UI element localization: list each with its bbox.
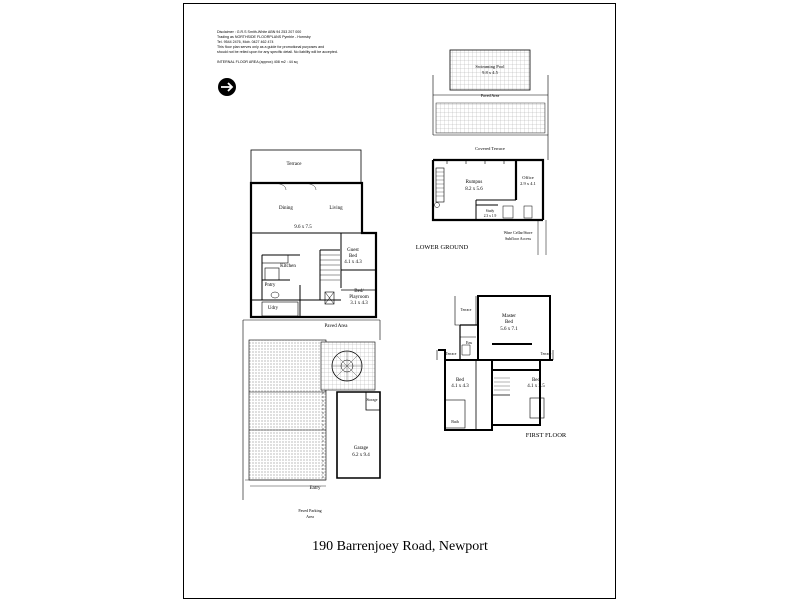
guest-dims-label: 4.1 x 4.3 bbox=[344, 260, 362, 265]
bed-playroom-label: Playroom bbox=[349, 295, 369, 300]
bed-playroom-dims-label: 3.1 x 4.3 bbox=[350, 301, 368, 306]
disclaimer-line: This floor plan serves only as a guide f… bbox=[217, 45, 325, 49]
guest-label: Guest bbox=[347, 248, 359, 253]
garden-area bbox=[242, 319, 381, 500]
property-address-title: 190 Barrenjoey Road, Newport bbox=[312, 539, 488, 554]
disclaimer-line: Disclaimer : G.R.S Smith-White ABN 94 25… bbox=[217, 30, 302, 34]
master-bed-label: Bed bbox=[505, 320, 514, 325]
rumpus-dims-label: 8.2 x 5.6 bbox=[465, 187, 483, 192]
garage-plan bbox=[245, 391, 381, 487]
master-dims-label: 5.6 x 7.1 bbox=[500, 327, 518, 332]
kitchen-label: Kitchen bbox=[280, 264, 296, 269]
pool-dims-label: 9.8 x 4.5 bbox=[482, 70, 499, 75]
disclaimer-line: should not be relied upon for any specif… bbox=[217, 50, 338, 54]
floorplan-sheet bbox=[183, 3, 616, 599]
lower-ground-heading: LOWER GROUND bbox=[416, 244, 469, 251]
living-label: Living bbox=[329, 206, 343, 211]
laundry-label: Udry bbox=[268, 306, 279, 311]
covered-terrace-label: Covered Terrace bbox=[475, 146, 505, 151]
ground-floor-plan bbox=[249, 149, 378, 319]
floor-area-text: INTERNAL FLOOR AREA (approx) 408 m2 : 44… bbox=[217, 60, 298, 64]
bed-right-dims-label: 4.1 x 3.5 bbox=[527, 384, 545, 389]
disclaimer-line: Trading as NORTHSIDE FLOORPLANS Pymble -… bbox=[217, 35, 311, 39]
bed-left-dims-label: 4.1 x 4.3 bbox=[451, 384, 469, 389]
master-label: Master bbox=[502, 314, 516, 319]
ensuite-label: Ens bbox=[466, 340, 472, 345]
living-dims-label: 9.6 x 7.5 bbox=[294, 225, 312, 230]
parking-label: Area bbox=[306, 514, 314, 519]
entry-label: Entry bbox=[309, 486, 321, 491]
guest-bed-label: Bed bbox=[349, 254, 358, 259]
wine-cellar-label: Subfloor Access bbox=[505, 236, 532, 241]
disclaimer-line: Tel. 9544 2476, Mob. 0427 462 474 bbox=[217, 40, 274, 44]
bed-playroom-label: Bed/ bbox=[354, 289, 364, 294]
pantry-label: Pntry bbox=[265, 283, 276, 288]
wine-cellar-label: Wine Cellar/Store bbox=[504, 230, 533, 235]
office-label: Office bbox=[522, 175, 533, 180]
bed-right-label: Bed bbox=[532, 378, 541, 383]
first-terrace-label: Terrace bbox=[446, 352, 457, 356]
garage-label: Garage bbox=[354, 446, 369, 451]
rumpus-label: Rumpus bbox=[466, 180, 483, 185]
first-terrace-label: Terrace bbox=[541, 352, 552, 356]
disclaimer-block: Disclaimer : G.R.S Smith-White ABN 94 25… bbox=[217, 30, 377, 65]
lower-paved-area-label: Paved Area bbox=[481, 93, 500, 98]
storage-label: Storage bbox=[367, 398, 378, 402]
study-dims-label: 2.3 x 1.9 bbox=[484, 214, 497, 218]
bed-left-label: Bed bbox=[456, 378, 465, 383]
parking-label: Paved Parking bbox=[298, 508, 321, 513]
north-arrow-icon bbox=[218, 78, 236, 96]
first-floor-plan bbox=[436, 295, 554, 431]
garage-dims-label: 6.2 x 9.4 bbox=[352, 453, 370, 458]
first-floor-heading: FIRST FLOOR bbox=[526, 432, 567, 439]
dining-label: Dining bbox=[279, 206, 293, 211]
pool-label: Swimming Pool bbox=[475, 64, 505, 69]
ground-terrace-label: Terrace bbox=[287, 162, 303, 167]
lower-ground-plan bbox=[431, 49, 549, 255]
study-label: Study bbox=[486, 209, 495, 213]
office-dims-label: 2.9 x 4.1 bbox=[520, 181, 536, 186]
first-terrace-label: Terrace bbox=[461, 308, 472, 312]
bath-label: Bath bbox=[451, 419, 459, 424]
ground-paved-area-label: Paved Area bbox=[325, 324, 349, 329]
